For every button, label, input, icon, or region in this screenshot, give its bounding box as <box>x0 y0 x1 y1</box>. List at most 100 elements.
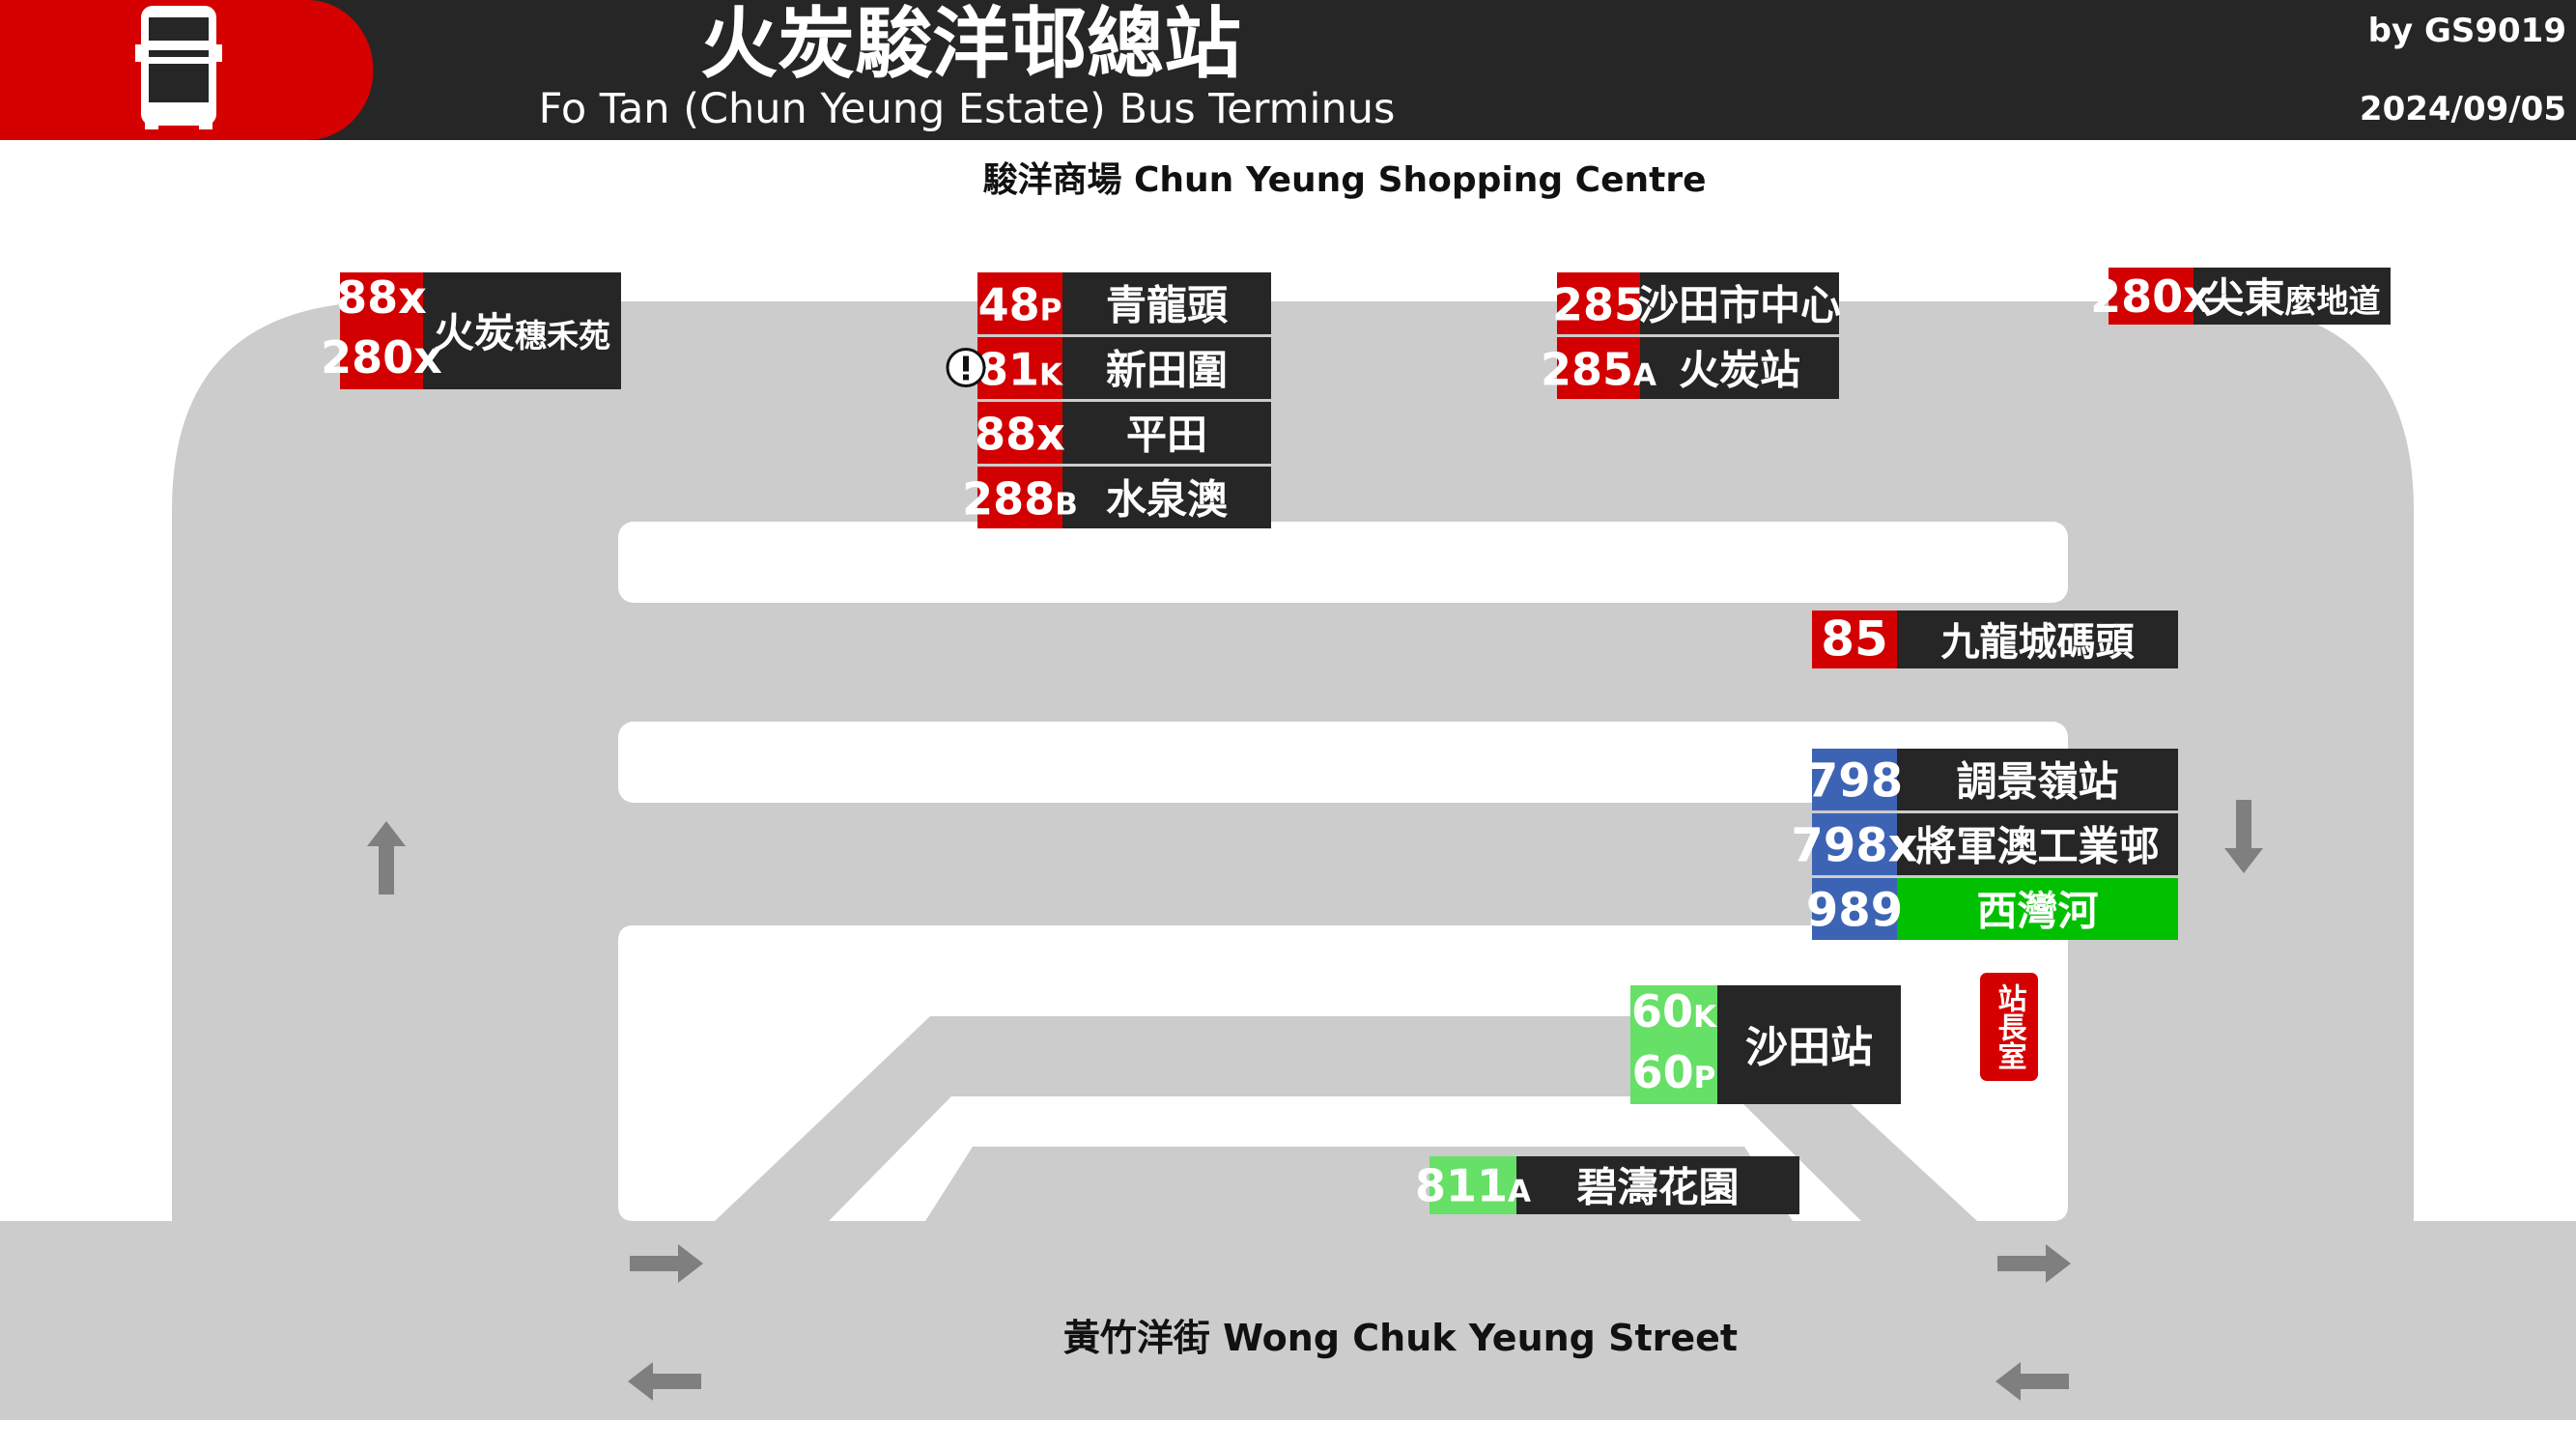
route-number-box <box>340 272 423 389</box>
route-row: 48P 青龍頭 <box>977 272 1271 334</box>
route-number: 81K <box>977 344 1063 396</box>
route-number: 88x <box>975 409 1065 461</box>
route-number-box <box>1812 611 1897 668</box>
route-number: 60K <box>1631 985 1717 1037</box>
destination-box <box>1897 749 2178 810</box>
route-number-box <box>1812 813 1897 875</box>
bus-stop-sign: 811A 碧濤花園 <box>1415 1156 1799 1214</box>
route-number-box <box>977 402 1062 464</box>
route-number-box <box>2109 268 2194 325</box>
destination-label: 九龍城碼頭 <box>1941 620 2136 665</box>
destination-label: 將軍澳工業邨 <box>1915 823 2159 870</box>
route-row: 288B 水泉澳 <box>962 467 1271 528</box>
route-row: 989 西灣河 <box>1806 878 2178 940</box>
destination-box <box>1062 467 1271 528</box>
down-arrow-icon <box>2224 800 2263 873</box>
header-bar <box>0 0 2576 140</box>
route-number: 798x <box>1791 819 1917 873</box>
right-arrow-icon <box>630 1244 703 1283</box>
destination-box <box>1897 813 2178 875</box>
street-road <box>0 1221 2576 1420</box>
author: by GS9019 <box>2368 12 2566 50</box>
destination-label: 新田圍 <box>1106 347 1228 394</box>
route-row: 285A 火炭站 <box>1541 337 1839 399</box>
header: 火炭駿洋邨總站 Fo Tan (Chun Yeung Estate) Bus T… <box>0 0 2576 140</box>
route-number-box <box>1630 985 1717 1104</box>
bus-stop-sign: 60K 60P 沙田站 <box>1630 985 1901 1104</box>
route-number: 989 <box>1806 884 1903 938</box>
street-label: 黃竹洋街 Wong Chuk Yeung Street <box>1063 1317 1738 1359</box>
destination-box <box>423 272 621 389</box>
route-number-box <box>1430 1156 1516 1214</box>
destination-label: 沙田市中心 <box>1638 282 1841 329</box>
route-number: 85 <box>1821 611 1888 668</box>
destination-box <box>1640 337 1839 399</box>
destination-box <box>2194 268 2391 325</box>
shopping-centre-label: 駿洋商場 Chun Yeung Shopping Centre <box>982 160 1706 200</box>
station-master-label: 站長室 <box>1993 983 2027 1070</box>
route-number-box <box>977 467 1062 528</box>
route-number: 280x <box>321 331 442 384</box>
route-number: 285 <box>1552 279 1645 331</box>
destination-box <box>1062 402 1271 464</box>
destination-label: 調景嶺站 <box>1956 758 2118 806</box>
route-number: 280x <box>2090 270 2212 323</box>
up-arrow-icon <box>367 821 406 895</box>
route-number-box <box>977 272 1062 334</box>
left-arrow-icon <box>1996 1362 2069 1401</box>
destination-box <box>1062 272 1271 334</box>
title-en: Fo Tan (Chun Yeung Estate) Bus Terminus <box>539 85 1396 133</box>
route-number: 88x <box>336 271 427 324</box>
right-arrow-icon <box>1997 1244 2071 1283</box>
route-number: 288B <box>962 473 1078 526</box>
route-number-box <box>1812 749 1897 810</box>
platform-island-1 <box>618 522 2068 603</box>
route-number-box <box>1557 272 1640 334</box>
destination-box <box>1516 1156 1799 1214</box>
destination-label: 水泉澳 <box>1106 476 1229 524</box>
destination-label: 西灣河 <box>1976 888 2098 935</box>
route-number: 811A <box>1415 1160 1531 1212</box>
destination-box <box>1717 985 1901 1104</box>
destination-box <box>1897 878 2178 940</box>
destination-label: 碧濤花園 <box>1576 1164 1739 1211</box>
route-number: 285A <box>1541 344 1656 396</box>
destination-box <box>1897 611 2178 668</box>
route-number: 60P <box>1632 1046 1716 1098</box>
route-row: 811A 碧濤花園 <box>1415 1156 1799 1214</box>
destination-label: 火炭穗禾苑 <box>434 309 610 356</box>
destination-label: 青龍頭 <box>1106 282 1229 329</box>
bus-stop-sign: 85 九龍城碼頭 <box>1812 611 2178 668</box>
destination-label: 沙田站 <box>1745 1023 1873 1072</box>
route-number: 798 <box>1806 754 1903 809</box>
destination-label: 尖東麼地道 <box>2203 274 2380 322</box>
double-decker-bus-icon <box>135 6 222 129</box>
station-master-office: 站長室 <box>1980 973 2038 1081</box>
route-number: 48P <box>978 279 1062 331</box>
left-arrow-icon <box>628 1362 701 1401</box>
route-row: 60K 60P 沙田站 <box>1630 985 1901 1104</box>
destination-box <box>1062 337 1271 399</box>
destination-box <box>1640 272 1839 334</box>
route-number-box <box>1812 878 1897 940</box>
destination-label: 火炭站 <box>1679 347 1800 394</box>
arrow-layer <box>367 800 2263 1401</box>
exclamation-icon <box>946 348 986 387</box>
route-row: 798 調景嶺站 <box>1806 749 2178 810</box>
route-row: 81K 新田圍 <box>977 337 1271 399</box>
station-master-sign <box>1980 973 2038 1081</box>
date: 2024/09/05 <box>2360 90 2566 128</box>
route-row: 85 九龍城碼頭 <box>1812 611 2178 668</box>
route-number-box <box>977 337 1062 399</box>
